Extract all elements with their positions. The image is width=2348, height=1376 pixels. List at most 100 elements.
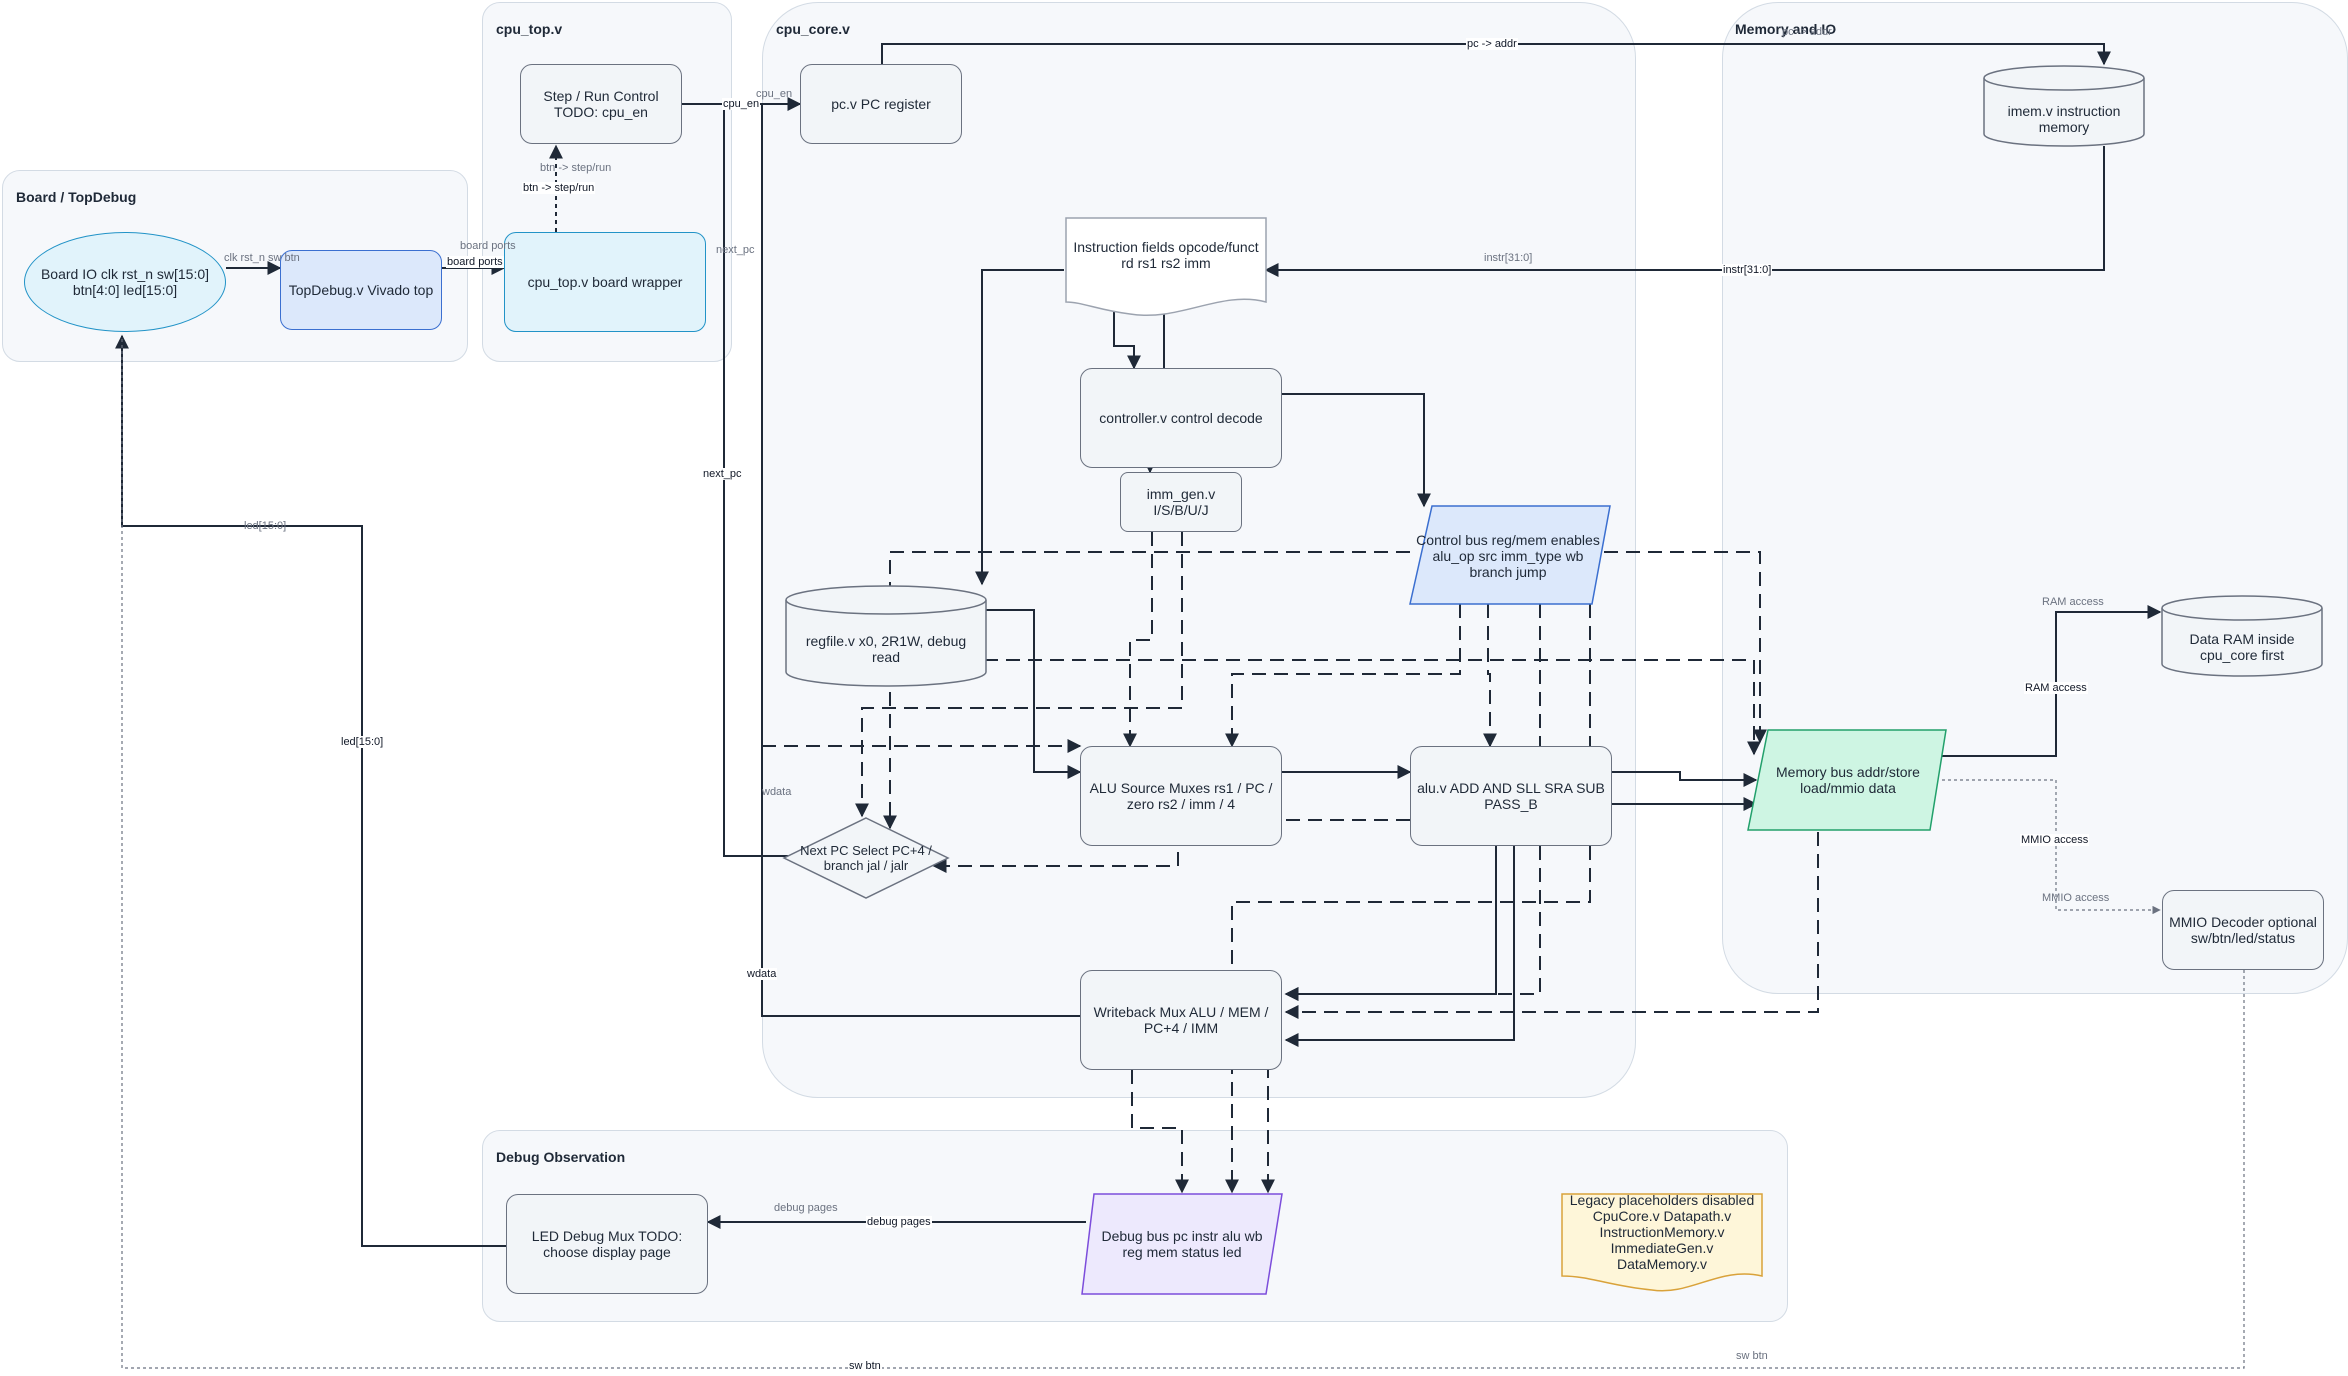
edge-dash-membus-to-writeback	[1284, 832, 1819, 1019]
edge-label-instr-gray: instr[31:0]	[1484, 252, 1533, 264]
edge-instr-to-regfile	[975, 269, 1064, 586]
mem-bus-shape	[1747, 729, 1947, 831]
edge-label-sw-btn-gray: sw btn	[1736, 1350, 1768, 1362]
edge-label-wdata-gray: wdata	[762, 786, 792, 798]
debug-bus-shape	[1081, 1193, 1283, 1295]
debug-bus-label: Debug bus pc instr alu wb reg mem status…	[1101, 1228, 1263, 1260]
group-debug-title: Debug Observation	[496, 1149, 626, 1165]
board-io-label: Board IO clk rst_n sw[15:0] btn[4:0] led…	[40, 266, 210, 298]
regfile-cylinder	[785, 600, 987, 687]
edge-label-debug-pages: debug pages	[866, 1216, 932, 1228]
edge-dash-immgen-to-alusrc	[1123, 532, 1153, 748]
edge-instr-to-controller	[1113, 310, 1141, 370]
edge-label-instr: instr[31:0]	[1722, 264, 1773, 276]
imm-gen-node[interactable]: imm_gen.v I/S/B/U/J	[1120, 472, 1242, 532]
alu-src-label: ALU Source Muxes rs1 / PC / zero rs2 / i…	[1089, 780, 1273, 812]
control-bus-node[interactable]: Control bus reg/mem enables alu_op src i…	[1408, 516, 1608, 596]
regfile-label: regfile.v x0, 2R1W, debug read	[805, 633, 967, 665]
led-debug-mux-node[interactable]: LED Debug Mux TODO: choose display page	[506, 1194, 708, 1294]
controller-node[interactable]: controller.v control decode	[1080, 368, 1282, 468]
edge-label-led: led[15:0]	[340, 736, 385, 748]
cpu-top-wrapper-node[interactable]: cpu_top.v board wrapper	[504, 232, 706, 332]
dataram-cylinder	[2161, 608, 2323, 677]
led-debug-mux-label: LED Debug Mux TODO: choose display page	[531, 1228, 683, 1260]
group-cpu-top-title: cpu_top.v	[496, 21, 563, 37]
cpu-top-wrapper-label: cpu_top.v board wrapper	[527, 274, 683, 290]
edge-dash-controlbus-to-alusrc	[1225, 604, 1461, 748]
edge-label-next-pc-gray: next_pc	[716, 244, 755, 256]
writeback-label: Writeback Mux ALU / MEM / PC+4 / IMM	[1093, 1004, 1269, 1036]
edge-dash-controlbus-to-writeback	[1284, 604, 1541, 1001]
group-board-title: Board / TopDebug	[16, 189, 137, 205]
edge-dash-controlbus-to-nextpc	[883, 551, 1410, 830]
dataram-cylinder-top	[2161, 595, 2323, 621]
pc-register-label: pc.v PC register	[831, 96, 931, 112]
control-bus-label: Control bus reg/mem enables alu_op src i…	[1416, 532, 1600, 580]
edge-alu-to-membus	[1610, 771, 1758, 787]
controller-label: controller.v control decode	[1099, 410, 1263, 426]
instr-fields-label: Instruction fields opcode/funct rd rs1 r…	[1073, 239, 1259, 271]
edge-dash-immgen-to-nextpc	[855, 532, 1183, 818]
imem-label: imem.v instruction memory	[2007, 103, 2121, 135]
regfile-node[interactable]: regfile.v x0, 2R1W, debug read	[786, 614, 986, 684]
edge-label-mmio-access-gray: MMIO access	[2042, 892, 2110, 904]
group-cpu-core-title: cpu_core.v	[776, 21, 850, 37]
board-io-node[interactable]: Board IO clk rst_n sw[15:0] btn[4:0] led…	[24, 232, 226, 332]
topdebug-node[interactable]: TopDebug.v Vivado top	[280, 250, 442, 330]
edge-dotted-membus-to-mmio	[1942, 779, 2161, 915]
data-ram-label: Data RAM inside cpu_core first	[2189, 631, 2295, 663]
edge-label-clk-rst-sw-btn: clk rst_n sw btn	[224, 252, 300, 264]
edge-dash-controlbus-to-alu	[1483, 604, 1497, 748]
edge-alu-to-writeback-2	[1284, 844, 1515, 1047]
edge-label-wdata: wdata	[746, 968, 778, 980]
edge-dash-controlbus-to-membus	[1604, 551, 1767, 744]
shapes-layer	[782, 65, 2323, 1295]
topdebug-label: TopDebug.v Vivado top	[288, 282, 434, 298]
mem-bus-label: Memory bus addr/store load/mmio data	[1776, 764, 1920, 796]
edge-label-mmio-access: MMIO access	[2020, 834, 2090, 846]
edge-label-btn-step-run-gray: btn -> step/run	[540, 162, 612, 174]
instr-fields-shape	[1065, 217, 1267, 316]
regfile-cylinder-top	[785, 585, 987, 615]
edge-label-cpu-en: cpu_en	[722, 98, 761, 110]
next-pc-diamond	[782, 817, 950, 899]
mmio-decoder-node[interactable]: MMIO Decoder optional sw/btn/led/status	[2162, 890, 2324, 970]
debug-bus-node[interactable]: Debug bus pc instr alu wb reg mem status…	[1090, 1204, 1274, 1284]
edge-dash-controlbus-to-debugbus	[1225, 604, 1591, 1194]
edge-led-to-board	[115, 334, 506, 1247]
edge-label-sw-btn: sw btn	[848, 1360, 882, 1372]
step-run-label: Step / Run Control TODO: cpu_en	[543, 88, 659, 120]
next-pc-label: Next PC Select PC+4 / branch jal / jalr	[800, 843, 932, 873]
instr-fields-node[interactable]: Instruction fields opcode/funct rd rs1 r…	[1066, 226, 1266, 284]
edge-controller-to-control-bus	[1282, 393, 1431, 508]
imem-node[interactable]: imem.v instruction memory	[1984, 94, 2144, 144]
edge-label-cpu-en-gray: cpu_en	[756, 88, 793, 100]
edge-imem-to-instr	[1264, 146, 2105, 277]
edge-label-pc-addr: pc -> addr	[1466, 38, 1518, 50]
mmio-decoder-label: MMIO Decoder optional sw/btn/led/status	[2169, 914, 2317, 946]
legacy-note-label: Legacy placeholders disabled CpuCore.v D…	[1569, 1192, 1755, 1272]
alu-label: alu.v ADD AND SLL SRA SUB PASS_B	[1417, 780, 1605, 812]
imem-cylinder	[1983, 78, 2145, 147]
edge-label-board-ports: board ports	[446, 256, 504, 268]
alu-node[interactable]: alu.v ADD AND SLL SRA SUB PASS_B	[1410, 746, 1612, 846]
edge-dash-regfile-to-membus	[984, 659, 1761, 756]
edge-dash-writeback-to-debugbus	[1131, 1070, 1189, 1194]
step-run-node[interactable]: Step / Run Control TODO: cpu_en	[520, 64, 682, 144]
mem-bus-node[interactable]: Memory bus addr/store load/mmio data	[1762, 742, 1934, 818]
legacy-note-node: Legacy placeholders disabled CpuCore.v D…	[1562, 1192, 1762, 1272]
legacy-note-shape	[1561, 1193, 1763, 1292]
edge-label-next-pc: next_pc	[702, 468, 743, 480]
edge-label-ram-access: RAM access	[2024, 682, 2088, 694]
pc-register-node[interactable]: pc.v PC register	[800, 64, 962, 144]
writeback-node[interactable]: Writeback Mux ALU / MEM / PC+4 / IMM	[1080, 970, 1282, 1070]
edge-label-ram-access-gray: RAM access	[2042, 596, 2104, 608]
data-ram-node[interactable]: Data RAM inside cpu_core first	[2162, 622, 2322, 672]
alu-src-node[interactable]: ALU Source Muxes rs1 / PC / zero rs2 / i…	[1080, 746, 1282, 846]
next-pc-node[interactable]: Next PC Select PC+4 / branch jal / jalr	[790, 836, 942, 880]
edge-label-pc-addr-gray: pc -> addr	[1782, 26, 1832, 38]
edge-label-debug-pages-gray: debug pages	[774, 1202, 838, 1214]
edge-label-led-gray: led[15:0]	[244, 520, 287, 532]
edge-label-btn-step-run: btn -> step/run	[522, 182, 596, 194]
